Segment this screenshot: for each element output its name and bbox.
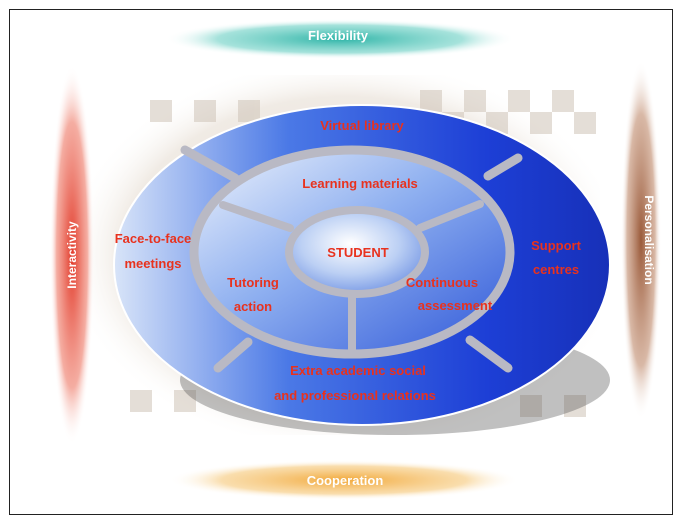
personalisation-label: Personalisation [642, 195, 656, 284]
extra-academic-label-line1: Extra academic social [290, 363, 426, 378]
flexibility-label: Flexibility [308, 28, 369, 43]
personalisation-band [621, 60, 661, 420]
face-to-face-label-line1: Face-to-face [115, 231, 192, 246]
student-center [285, 206, 429, 298]
face-to-face-label-line2: meetings [124, 256, 181, 271]
interactivity-band [50, 65, 94, 445]
cooperation-band [169, 460, 519, 500]
student-label: STUDENT [327, 245, 388, 260]
support-centres-label-line2: centres [533, 262, 579, 277]
inner-ring-dividers [219, 200, 484, 354]
tutoring-action-label-line1: Tutoring [227, 275, 279, 290]
flexibility-band [165, 19, 515, 59]
outer-ring-dividers [180, 145, 523, 373]
extra-academic-label-line2: and professional relations [274, 388, 436, 403]
continuous-assessment-label-line2: assessment [418, 298, 493, 313]
virtual-library-label: Virtual library [320, 118, 404, 133]
interactivity-label: Interactivity [65, 221, 79, 289]
continuous-assessment-label-line1: Continuous [406, 275, 478, 290]
cooperation-label: Cooperation [307, 473, 384, 488]
tutoring-action-label-line2: action [234, 299, 272, 314]
learning-materials-label: Learning materials [302, 176, 418, 191]
support-centres-label-line1: Support [531, 238, 581, 253]
